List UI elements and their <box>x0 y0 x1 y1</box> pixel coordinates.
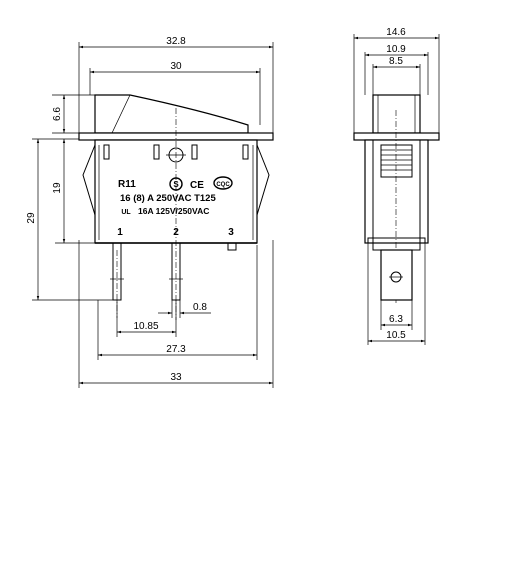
dim-body-height: 19 <box>52 182 63 194</box>
rating-line-1: 16 (8) A 250VAC T125 <box>120 193 216 204</box>
dim-pin-pitch: 10.85 <box>133 321 158 332</box>
ul-cert-mark: UL <box>121 209 131 216</box>
svg-text:S: S <box>173 180 179 189</box>
front-view: 32.8 30 6.6 19 29 <box>26 36 274 388</box>
terminal-pin-3 <box>227 242 237 251</box>
s-cert-mark: S <box>169 177 183 191</box>
ce-mark: CE <box>190 180 204 191</box>
svg-text:CQC: CQC <box>216 182 230 188</box>
side-terminal <box>380 249 413 301</box>
dim-pin-span: 27.3 <box>166 344 186 355</box>
dim-rocker-height: 6.6 <box>52 107 63 121</box>
dim-inner-width-top: 30 <box>170 61 182 72</box>
dim-side-rocker-width: 8.5 <box>389 56 403 67</box>
dim-side-mid-width: 10.9 <box>386 44 406 55</box>
rocker-actuator <box>94 94 249 134</box>
dim-total-height: 29 <box>26 212 37 224</box>
dim-side-overall-width: 14.6 <box>386 27 406 38</box>
side-view: 14.6 10.9 8.5 <box>353 27 440 345</box>
dim-side-terminal-width: 6.3 <box>389 314 403 325</box>
model-label: R11 <box>118 179 136 190</box>
dim-overall-width-bottom: 33 <box>170 372 182 383</box>
side-bezel <box>353 132 440 141</box>
dim-pin-thickness: 0.8 <box>193 302 207 313</box>
side-body <box>364 139 429 244</box>
side-rocker <box>372 94 421 134</box>
svg-text:UL: UL <box>121 209 131 216</box>
dim-overall-width-top: 32.8 <box>166 36 186 47</box>
rating-line-2: 16A 125V/250VAC <box>138 206 209 216</box>
terminal-number-3: 3 <box>228 227 234 238</box>
cqc-cert-mark: CQC <box>213 176 233 190</box>
terminal-number-1: 1 <box>117 227 123 238</box>
dim-side-base-width: 10.5 <box>386 330 406 341</box>
terminal-number-2: 2 <box>173 227 179 238</box>
